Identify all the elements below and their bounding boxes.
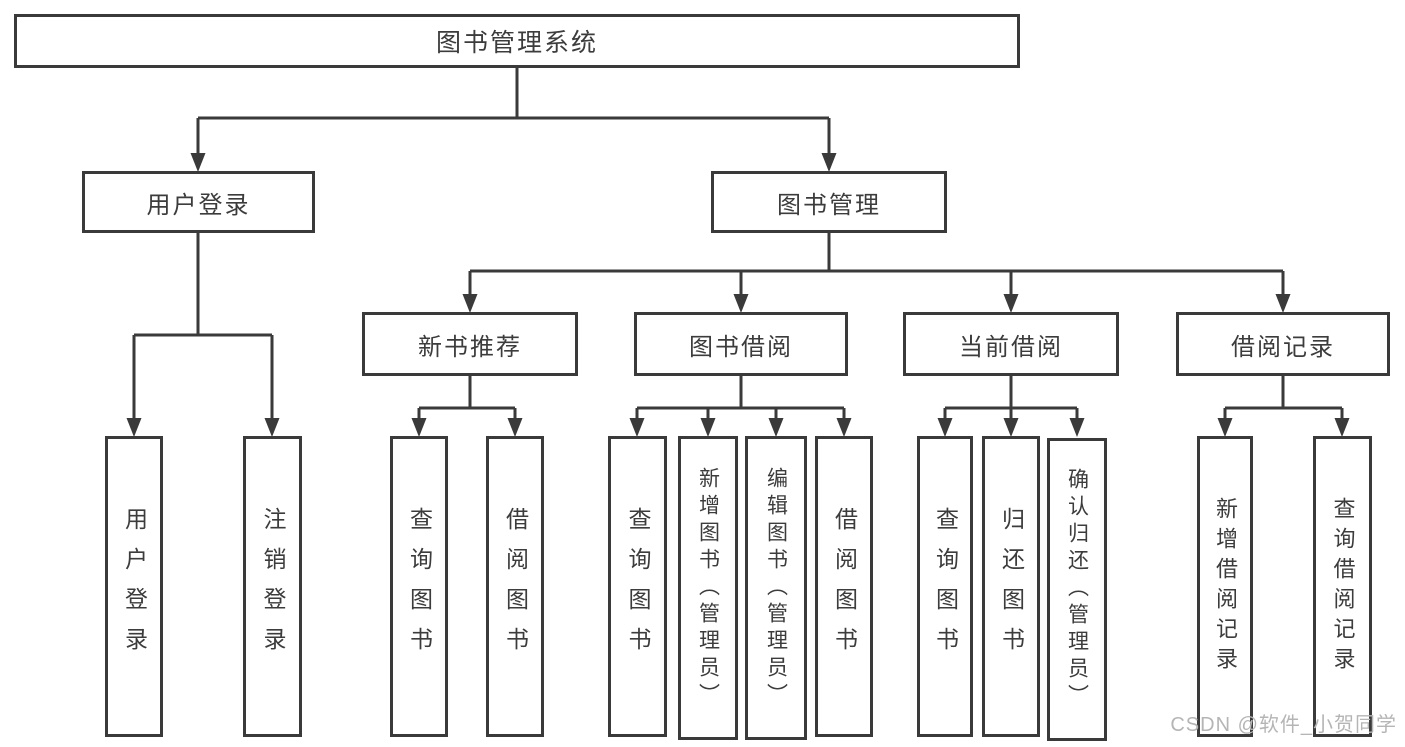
leaf-edit-books-admin: 编辑图书（管理员） (745, 436, 807, 740)
node-label: 借阅记录 (1231, 333, 1335, 361)
arrowheads (126, 153, 1350, 437)
node-book-management: 图书管理 (711, 171, 947, 233)
leaf-query-borrowing-record: 查询借阅记录 (1313, 436, 1372, 737)
node-label: 新增图书（管理员） (696, 466, 720, 710)
node-label: 用户登录 (121, 506, 148, 667)
node-label: 查询图书 (625, 506, 651, 667)
node-label: 新增借阅记录 (1213, 496, 1238, 677)
leaf-add-books-admin: 新增图书（管理员） (678, 436, 738, 740)
leaf-borrow-books-recommendation: 借阅图书 (486, 436, 544, 737)
node-label: 图书管理系统 (435, 29, 598, 57)
leaf-borrow-books-borrowing: 借阅图书 (815, 436, 873, 737)
node-label: 编辑图书（管理员） (764, 466, 788, 710)
node-current-borrowing: 当前借阅 (903, 312, 1119, 376)
node-label: 借阅图书 (502, 506, 529, 667)
watermark: CSDN @软件_小贺同学 (1170, 714, 1397, 736)
node-user-login: 用户登录 (82, 171, 315, 233)
node-label: 借阅图书 (831, 506, 858, 667)
leaf-query-books-current: 查询图书 (917, 436, 973, 737)
node-label: 图书管理 (777, 191, 881, 219)
leaf-query-books-recommendation: 查询图书 (390, 436, 448, 737)
node-label: 当前借阅 (959, 333, 1063, 361)
node-label: 新书推荐 (418, 333, 522, 361)
leaf-logout: 注销登录 (243, 436, 302, 737)
node-book-borrowing: 图书借阅 (634, 312, 848, 376)
tree-edges (132, 68, 1344, 419)
node-label: 注销登录 (260, 506, 286, 667)
leaf-confirm-return-admin: 确认归还（管理员） (1047, 438, 1107, 741)
node-borrowing-records: 借阅记录 (1176, 312, 1390, 376)
node-label: 确认归还（管理员） (1065, 468, 1089, 711)
node-library-management-system: 图书管理系统 (14, 14, 1020, 68)
leaf-add-borrowing-record: 新增借阅记录 (1197, 436, 1253, 737)
node-label: 用户登录 (146, 191, 251, 219)
node-label: 图书借阅 (689, 333, 793, 361)
leaf-query-books-borrowing: 查询图书 (608, 436, 667, 737)
node-label: 查询图书 (406, 506, 433, 667)
node-label: 查询借阅记录 (1330, 496, 1356, 677)
leaf-return-books: 归还图书 (982, 436, 1040, 737)
node-new-book-recommendation: 新书推荐 (362, 312, 578, 376)
leaf-user-login: 用户登录 (105, 436, 163, 737)
node-label: 归还图书 (998, 506, 1025, 667)
node-label: 查询图书 (932, 506, 959, 667)
